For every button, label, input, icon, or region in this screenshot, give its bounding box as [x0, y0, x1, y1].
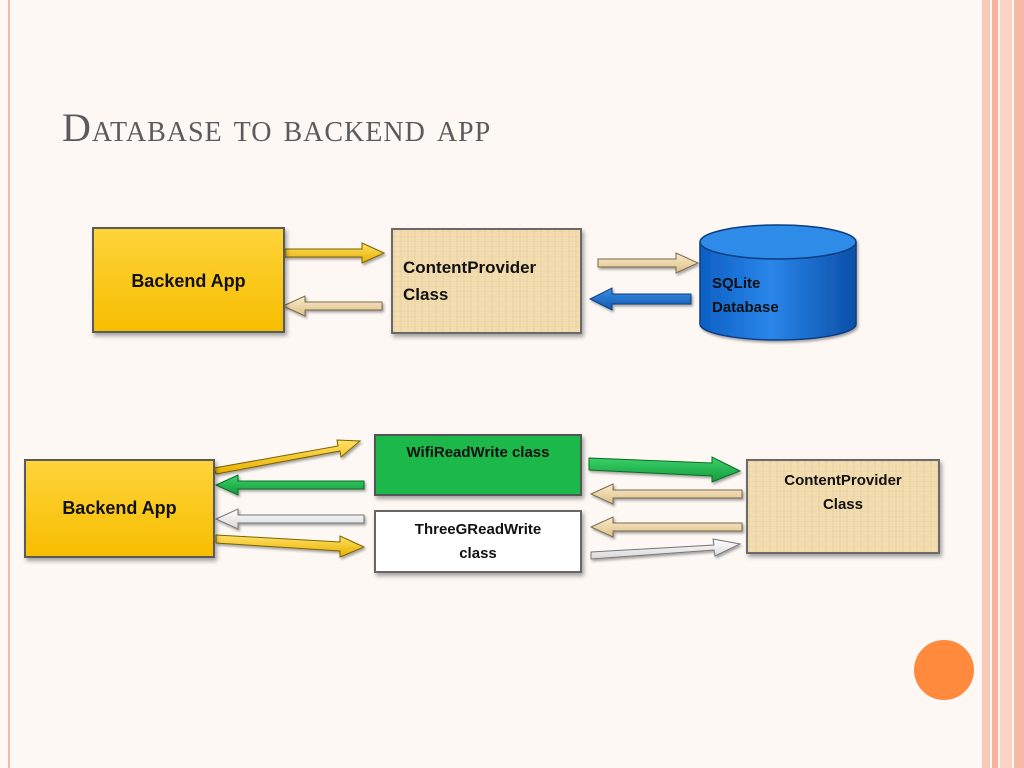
arrow-backend-to-threeg — [215, 534, 366, 558]
backend-app-box-bottom: Backend App — [24, 459, 215, 558]
wifi-readwrite-box: WifiReadWrite class — [374, 434, 582, 496]
sqlite-database-cylinder — [699, 224, 857, 341]
arrow-sqlite-to-provider — [588, 287, 692, 311]
content-provider-box-top: ContentProvider Class — [391, 228, 582, 334]
decor-orange-circle — [914, 640, 974, 700]
content-provider-label: ContentProvider Class — [403, 258, 537, 304]
content-provider-label: ContentProvider Class — [784, 472, 902, 513]
arrow-provider-to-wifi — [589, 483, 743, 505]
backend-app-label: Backend App — [62, 498, 177, 518]
decor-stripe — [982, 0, 990, 768]
backend-app-box-top: Backend App — [92, 227, 285, 333]
backend-app-label: Backend App — [131, 271, 246, 291]
decor-stripe — [1014, 0, 1024, 768]
content-provider-box-bottom: ContentProvider Class — [746, 459, 940, 554]
arrow-threeg-to-backend — [214, 508, 365, 530]
arrow-backend-to-wifi — [213, 439, 362, 475]
threeg-readwrite-label: ThreeGReadWrite class — [414, 520, 542, 562]
decor-stripe — [992, 0, 998, 768]
arrow-provider-to-threeg — [589, 516, 743, 538]
arrow-wifi-to-backend — [214, 474, 365, 496]
arrow-wifi-to-provider — [588, 456, 742, 483]
threeg-readwrite-box: ThreeGReadWrite class — [374, 510, 582, 573]
slide-title: Database to backend app — [62, 105, 492, 150]
decor-stripe — [8, 0, 10, 768]
sqlite-database-label: SQLite Database — [712, 275, 779, 316]
arrow-backend-to-provider — [284, 242, 386, 264]
arrow-provider-to-backend — [281, 295, 383, 317]
wifi-readwrite-label: WifiReadWrite class — [406, 444, 550, 461]
decor-stripe — [1000, 0, 1012, 768]
arrow-threeg-to-provider — [590, 538, 742, 560]
arrow-provider-to-sqlite — [597, 252, 700, 274]
